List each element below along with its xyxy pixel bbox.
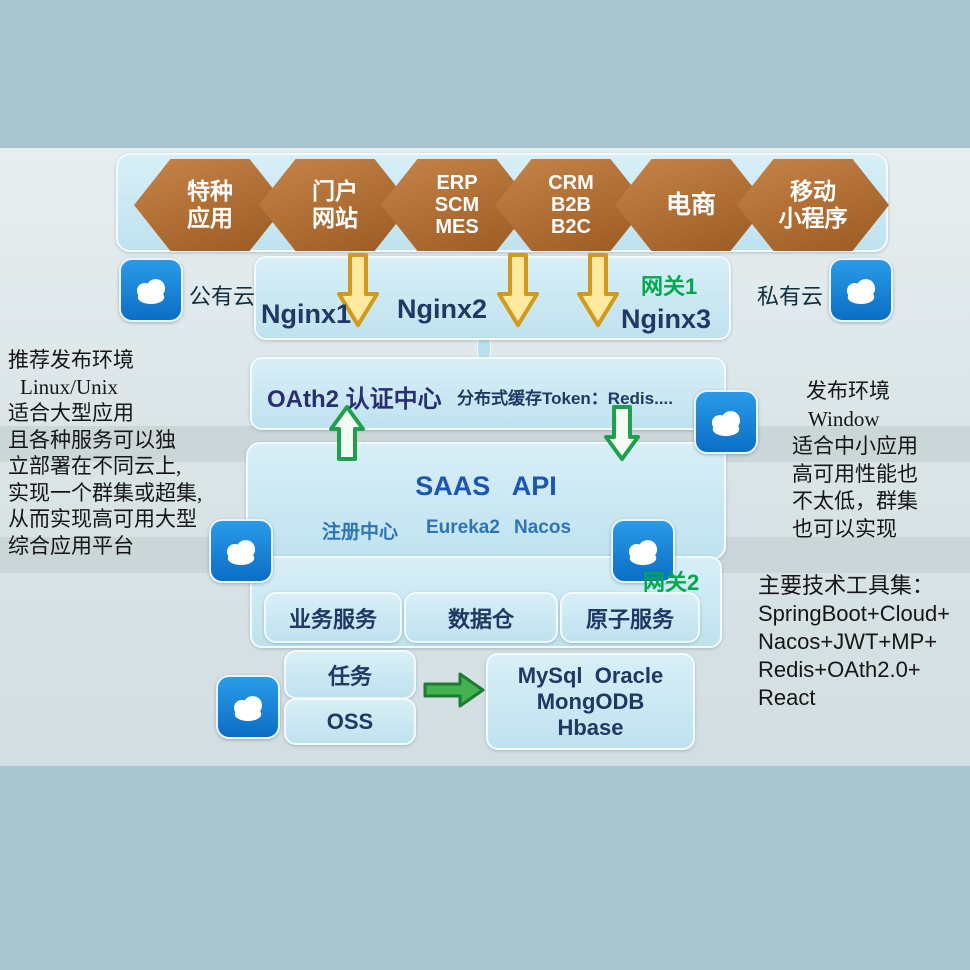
cloud-icon xyxy=(209,519,273,583)
hexagon-label: MES xyxy=(435,216,479,238)
up-arrow-icon xyxy=(329,405,365,461)
oss-label: OSS xyxy=(326,708,374,734)
nginx-gateway-box xyxy=(254,256,731,340)
cloud-glyph-icon xyxy=(233,696,263,722)
note-line: Linux/Unix xyxy=(20,374,118,399)
oauth-center-label: OAth2 认证中心 xyxy=(267,386,442,413)
cloud-glyph-icon xyxy=(136,279,166,305)
public-cloud-icon xyxy=(119,258,183,322)
data-warehouse-box: 数据仓 xyxy=(404,592,558,643)
atomic-service-box: 原子服务 xyxy=(560,592,700,643)
data-warehouse-label: 数据仓 xyxy=(447,606,514,632)
private-cloud-icon xyxy=(829,258,893,322)
note-line: 主要技术工具集： xyxy=(758,573,935,598)
database-box: MySql Oracle MongODB Hbase xyxy=(486,653,695,750)
down-arrow-icon xyxy=(337,253,379,327)
saas-api-title: SAAS API xyxy=(415,471,557,501)
note-line: Nacos+JWT+MP+ xyxy=(758,629,938,654)
nginx1-label: Nginx1 xyxy=(261,299,352,329)
oss-box: OSS xyxy=(284,698,416,745)
hexagon-label: 门户 xyxy=(312,178,358,204)
note-line: Redis+OAth2.0+ xyxy=(758,657,921,682)
note-line: 适合大型应用 xyxy=(8,401,134,425)
note-line: 综合应用平台 xyxy=(8,533,134,558)
hexagon-label: B2C xyxy=(550,216,591,238)
cloud-glyph-icon xyxy=(711,411,741,437)
right-note: 发布环境 Window 适合中小应用 高可用性能也 不太低，群集 也可以实现 xyxy=(792,378,918,543)
note-line: 不太低，群集 xyxy=(792,489,918,513)
gateway2-label: 网关2 xyxy=(643,570,700,595)
down-arrow-icon xyxy=(497,253,539,327)
cloud-glyph-icon xyxy=(226,540,256,566)
business-service-label: 业务服务 xyxy=(288,606,377,632)
hexagon-label: 小程序 xyxy=(778,205,848,231)
business-service-box: 业务服务 xyxy=(264,592,402,643)
cloud-icon xyxy=(611,519,675,583)
hexagon-label: 应用 xyxy=(187,205,233,231)
note-line: 实现一个群集或超集, xyxy=(8,480,203,505)
nginx3-label: Nginx3 xyxy=(621,304,712,334)
note-line: 也可以实现 xyxy=(792,516,897,541)
hexagon-label: 电商 xyxy=(665,191,716,219)
hexagon-label: SCM xyxy=(434,194,480,216)
cloud-glyph-icon xyxy=(628,540,658,566)
cloud-icon xyxy=(694,390,758,454)
note-line: 发布环境 xyxy=(806,379,890,403)
note-line: 且各种服务可以独 xyxy=(8,427,176,452)
note-line: 适合中小应用 xyxy=(792,434,918,458)
oauth-box xyxy=(250,357,726,430)
note-line: 从而实现高可用大型 xyxy=(8,507,197,531)
down-arrow-icon xyxy=(577,253,619,327)
note-line: 高可用性能也 xyxy=(792,461,918,486)
hexagon-label: 移动 xyxy=(790,178,836,204)
database-line: MySql Oracle xyxy=(517,662,664,688)
task-box: 任务 xyxy=(284,650,416,699)
down-arrow-green-icon xyxy=(604,405,640,461)
left-note: 推荐发布环境 Linux/Unix 适合大型应用 且各种服务可以独 立部署在不同… xyxy=(8,347,202,559)
token-cache-label: 分布式缓存Token：Redis.... xyxy=(457,389,673,408)
note-line: SpringBoot+Cloud+ xyxy=(758,601,951,626)
note-line: React xyxy=(758,685,816,710)
cloud-glyph-icon xyxy=(846,279,876,305)
atomic-service-label: 原子服务 xyxy=(585,606,674,632)
nacos-label: Nacos xyxy=(514,517,572,538)
hexagon-mobile-miniapp: 移动 小程序 xyxy=(737,159,889,251)
cloud-icon xyxy=(216,675,280,739)
database-line: Hbase xyxy=(557,714,624,740)
registry-label: 注册中心 xyxy=(322,522,399,543)
nginx2-label: Nginx2 xyxy=(397,294,488,324)
hexagon-label: CRM xyxy=(548,172,594,194)
gateway1-label: 网关1 xyxy=(641,274,698,299)
private-cloud-label: 私有云 xyxy=(757,284,824,309)
hexagon-label: 网站 xyxy=(312,205,358,231)
tech-stack-note: 主要技术工具集： SpringBoot+Cloud+ Nacos+JWT+MP+… xyxy=(758,572,950,712)
right-arrow-icon xyxy=(423,672,485,708)
note-line: Window xyxy=(808,406,880,431)
hexagon-label: B2B xyxy=(550,194,591,216)
eureka-label: Eureka2 xyxy=(426,517,500,538)
public-cloud-label: 公有云 xyxy=(189,284,256,309)
hexagon-label: 特种 xyxy=(187,178,233,204)
database-line: MongODB xyxy=(536,688,645,714)
hexagon-label: ERP xyxy=(436,172,478,194)
note-line: 推荐发布环境 xyxy=(8,348,134,372)
task-label: 任务 xyxy=(327,663,372,689)
note-line: 立部署在不同云上, xyxy=(8,454,182,478)
